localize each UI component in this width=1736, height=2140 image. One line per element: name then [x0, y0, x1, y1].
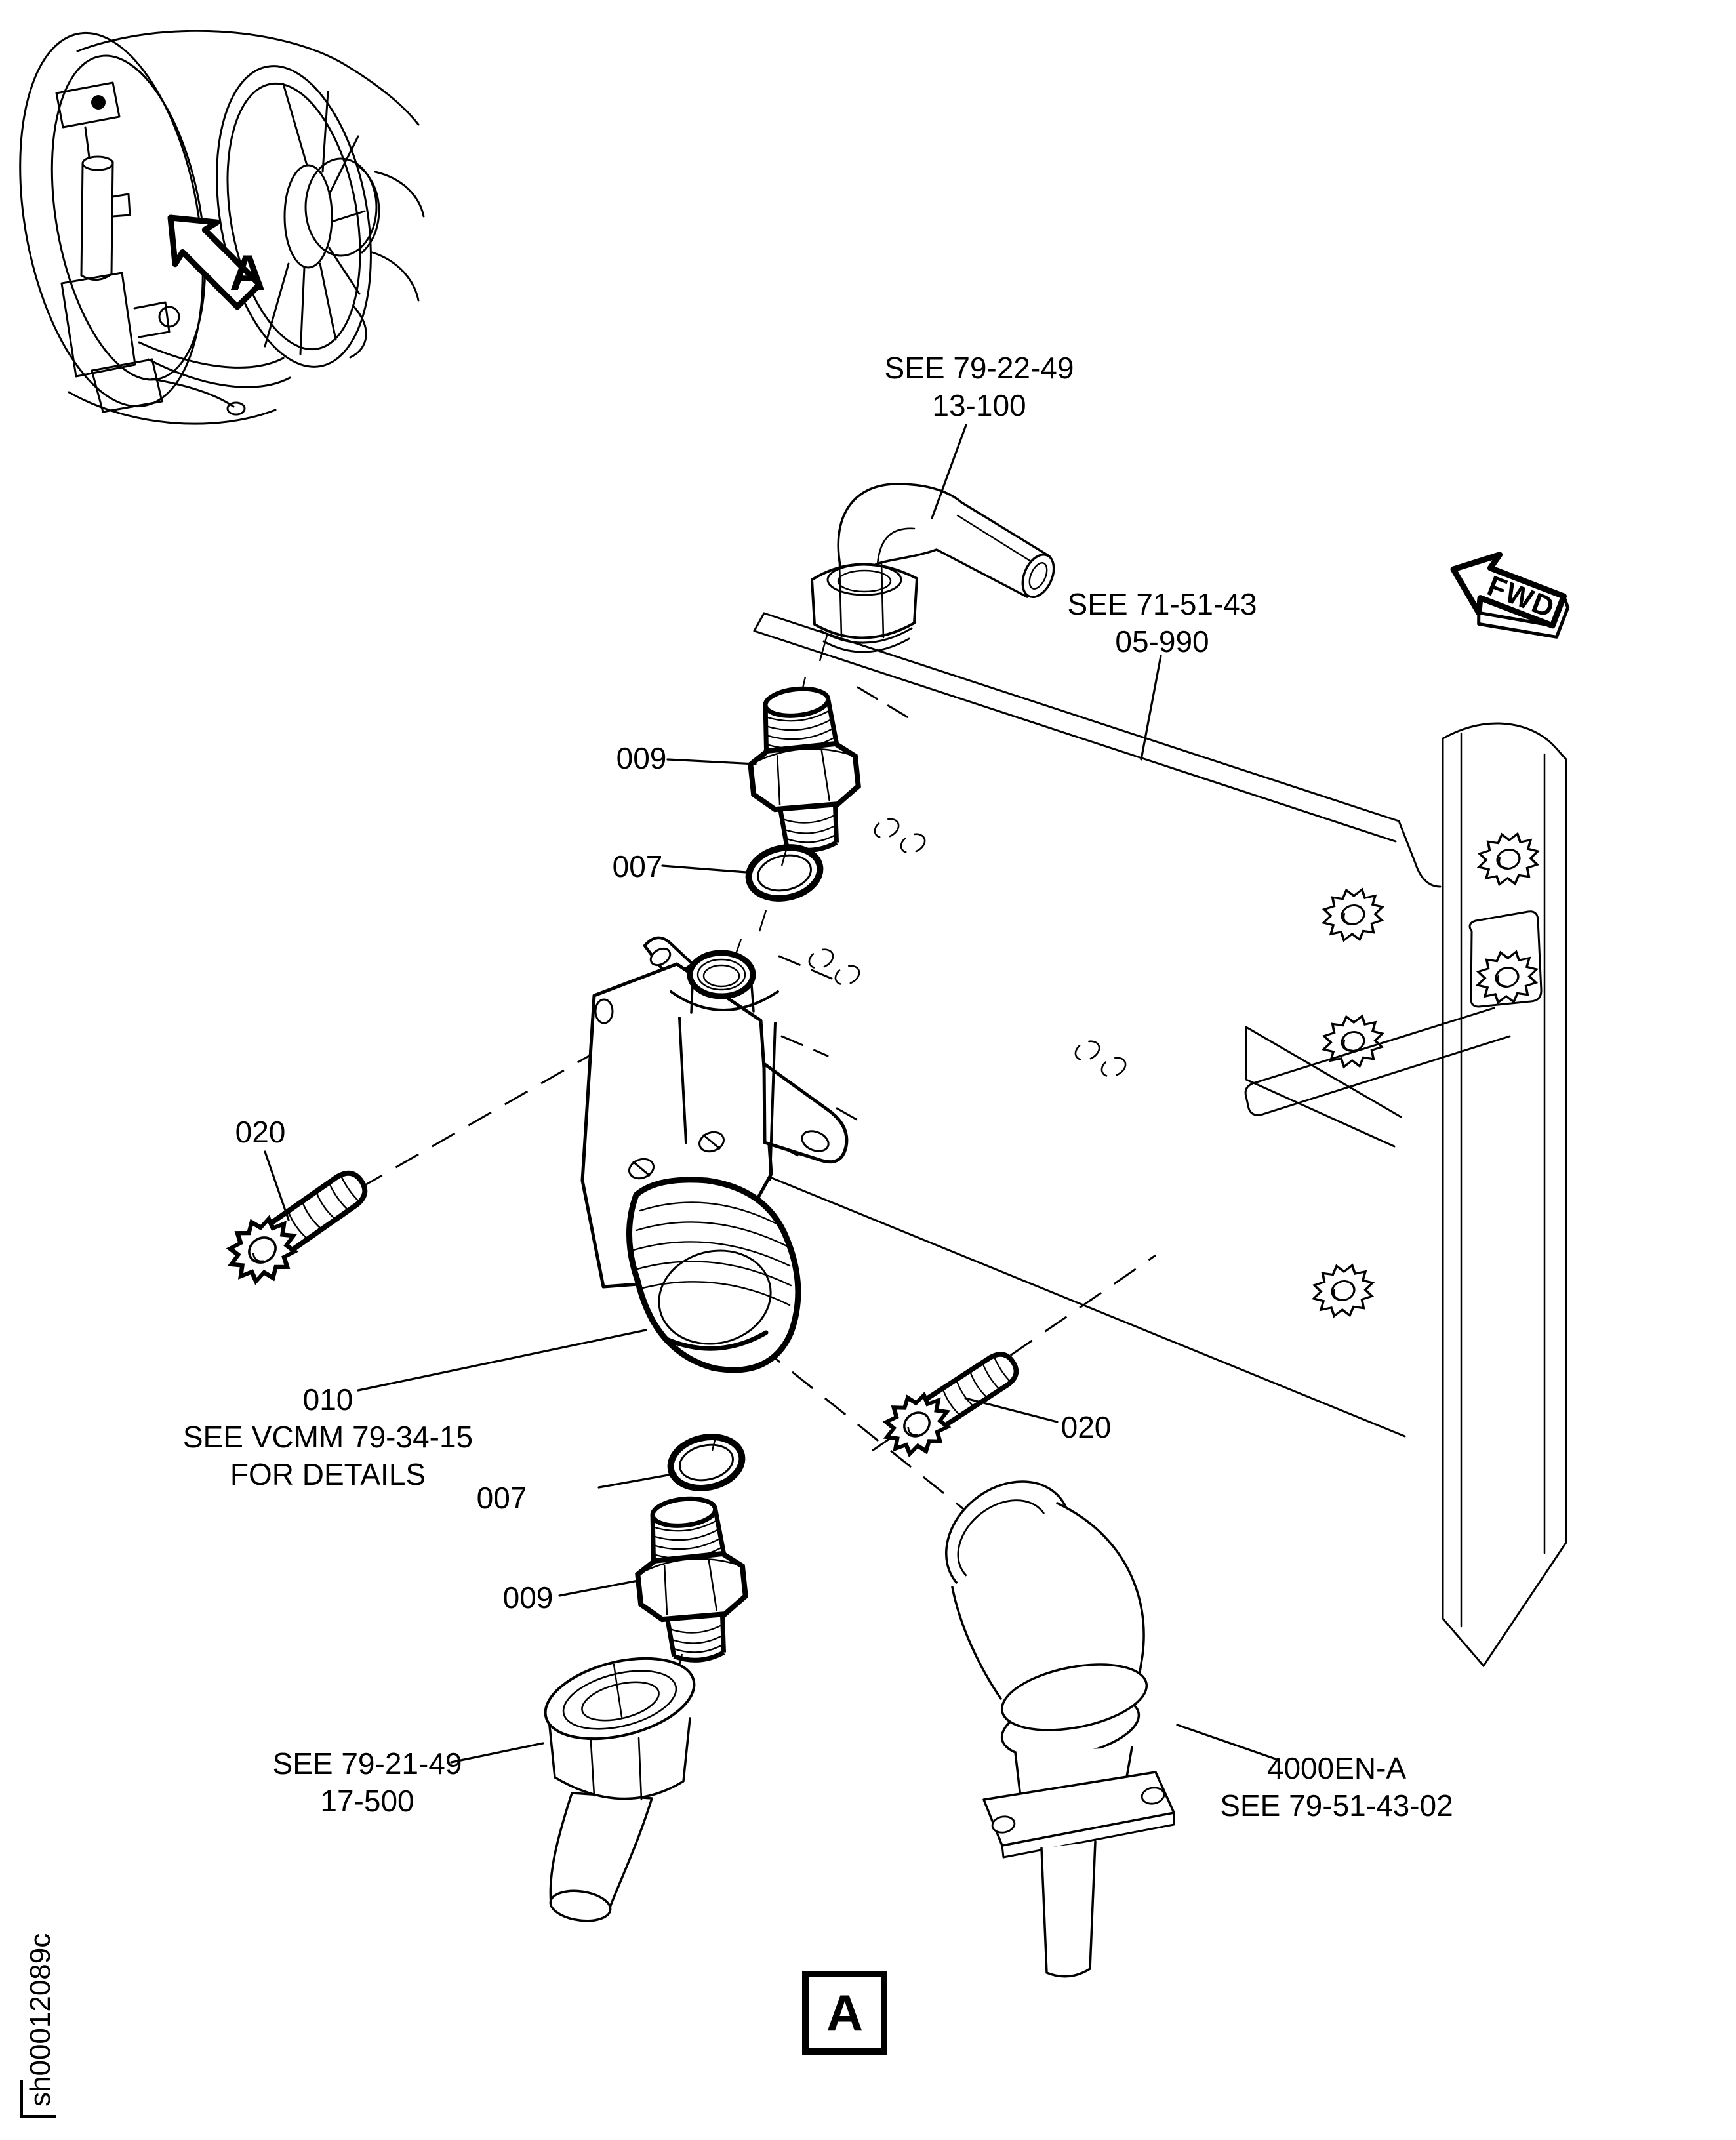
elbow-hose-4000en-a: [944, 1480, 1175, 1978]
bracket-arm: [762, 1062, 849, 1164]
valve-body-edges: [678, 1017, 777, 1181]
union-fitting-009-lower: [630, 1494, 752, 1666]
hose-bottom-tube: [1040, 1840, 1097, 1978]
view-arrow: A: [167, 214, 266, 310]
callout-line: FOR DETAILS: [230, 1457, 426, 1491]
view-arrow-shape: [167, 214, 263, 310]
callout-item-009-upper: 009: [616, 740, 667, 777]
callout-leader-lines: [264, 424, 1277, 1764]
callout-item-007-lower: 007: [477, 1480, 527, 1517]
callout-item-009-lower: 009: [503, 1579, 554, 1617]
panel-hole-marks: [808, 818, 1127, 1078]
sensor-probe: [55, 81, 121, 159]
o-ring-007-lower: [667, 1434, 746, 1491]
callout-line: 009: [616, 741, 667, 775]
callout-line: 010: [302, 1383, 353, 1417]
callout-line: 007: [476, 1481, 527, 1515]
callout-line: 05-990: [1115, 624, 1209, 658]
panel-bolt-icon: [1471, 944, 1543, 1009]
callout-line: 13-100: [932, 388, 1026, 422]
panel-bolt-icon: [1472, 826, 1544, 891]
callout-item-007-upper: 007: [613, 848, 663, 885]
callout-line: SEE 79-51-43-02: [1220, 1788, 1453, 1823]
callout-line: SEE 79-22-49: [884, 351, 1074, 385]
callout-line: SEE 79-21-49: [272, 1746, 462, 1781]
callout-item-020-left: 020: [235, 1114, 286, 1151]
sheet-corner-mark: [20, 2080, 56, 2118]
callout-line: 17-500: [320, 1784, 414, 1818]
valve-front-port: [626, 1177, 801, 1373]
sheet-code-text: sh00012089c: [24, 1933, 56, 2107]
elbow-tube-fitting: [811, 483, 1055, 653]
panel-stiffener: [1442, 722, 1567, 1668]
fwd-arrow: FWD: [1450, 552, 1570, 639]
callout-line: 020: [235, 1115, 286, 1149]
panel-bolt-icon: [1317, 1009, 1389, 1074]
engine-overview-illustration: [19, 30, 425, 425]
panel-bolt-icon: [1307, 1258, 1379, 1323]
callout-line: SEE 71-51-43: [1067, 587, 1257, 621]
fwd-arrow-shape: [1450, 552, 1567, 629]
bolt-020-left: [209, 1152, 381, 1302]
view-arrow-label: A: [230, 245, 266, 301]
callout-line: 020: [1060, 1410, 1112, 1444]
bracket-plate-hole: [594, 998, 614, 1024]
detail-marker-label: A: [826, 1984, 863, 2042]
pressure-valve-assembly: [580, 936, 849, 1373]
union-fitting-009-upper: [743, 684, 864, 856]
sheet-code-block: sh00012089c: [20, 1933, 56, 2118]
o-ring-007-upper: [745, 844, 824, 902]
callout-item-020-right: 020: [1061, 1409, 1112, 1446]
bracket-arm-slot: [801, 1130, 830, 1152]
detail-marker-box: A: [802, 1971, 887, 2055]
plate-screws: [628, 1131, 725, 1180]
hose-coupling-nut: [544, 1657, 696, 1922]
callout-line: 009: [502, 1581, 554, 1615]
bolt-020-right: [866, 1334, 1031, 1473]
panel-bolt-icon: [1317, 882, 1389, 947]
callout-line: 4000EN-A: [1266, 1751, 1407, 1785]
accessory-units: [60, 155, 291, 416]
callout-line: SEE VCMM 79-34-15: [182, 1420, 474, 1454]
panel-fastener-bolts: [1307, 826, 1544, 1323]
panel-bracket: [1244, 910, 1543, 1116]
spinner-cone: [304, 157, 378, 257]
elbow-hex-nut: [811, 563, 918, 639]
callout-line: 007: [612, 849, 663, 883]
